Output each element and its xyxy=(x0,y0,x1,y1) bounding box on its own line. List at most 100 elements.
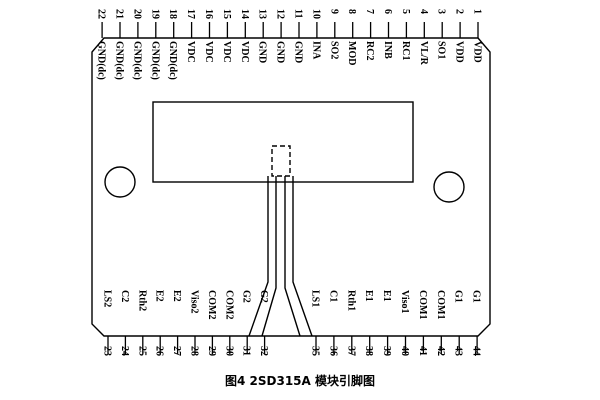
pin-42: COM1 42 xyxy=(435,290,446,356)
pin-label: LS1 xyxy=(310,290,321,307)
pin-number: 44 xyxy=(471,346,482,356)
pin-label: G1 xyxy=(453,290,464,303)
pin-number: 16 xyxy=(203,9,214,19)
mounting-hole-left xyxy=(104,166,136,198)
slot-left-line xyxy=(248,176,269,337)
pin-number: 11 xyxy=(293,9,304,18)
connector-dashed xyxy=(271,145,291,177)
pin-label: INB xyxy=(382,41,393,59)
pin-label: VDC xyxy=(203,41,214,63)
pin-number: 4 xyxy=(418,9,429,14)
pin-label: GND xyxy=(257,41,268,63)
pin-number: 1 xyxy=(472,9,483,14)
pin-number: 41 xyxy=(417,346,428,356)
pin-44: G1 44 xyxy=(471,290,482,356)
pin-label: COM2 xyxy=(223,290,234,319)
pin-number: 7 xyxy=(364,9,375,14)
pin-number: 37 xyxy=(345,346,356,356)
pin-number: 39 xyxy=(381,346,392,356)
pin-38: E1 38 xyxy=(363,290,374,356)
pin-label: GND(dc) xyxy=(131,41,142,80)
pin-number: 2 xyxy=(454,9,465,14)
pin-label: SO1 xyxy=(436,41,447,59)
slot-right-line xyxy=(292,176,313,337)
pin-32: G2 32 xyxy=(258,290,269,356)
pin-number: 35 xyxy=(310,346,321,356)
pin-label: Rth2 xyxy=(136,290,147,311)
pin-number: 24 xyxy=(119,346,130,356)
pin-number: 9 xyxy=(328,9,339,14)
pin-number: 3 xyxy=(436,9,447,14)
pin-label: COM2 xyxy=(206,290,217,319)
pin-number: 13 xyxy=(257,9,268,19)
pin-label: G1 xyxy=(471,290,482,303)
bottom-pins: LS223C224Rth225E226E227Viso228COM229COM2… xyxy=(102,290,482,356)
pin-number: 27 xyxy=(171,346,182,356)
slot-inner-left-line xyxy=(261,176,277,337)
pin-label: GND(dc) xyxy=(149,41,160,80)
pin-label: VDC xyxy=(185,41,196,63)
pin-number: 5 xyxy=(400,9,411,14)
pin-number: 25 xyxy=(136,346,147,356)
pin-number: 19 xyxy=(149,9,160,19)
pin-label: RC2 xyxy=(364,41,375,60)
pin-number: 15 xyxy=(221,9,232,19)
pin-label: E2 xyxy=(154,290,165,302)
center-window xyxy=(152,101,414,183)
pin-label: E2 xyxy=(171,290,182,302)
pin-label: G2 xyxy=(258,290,269,303)
pin-35: LS1 35 xyxy=(310,290,321,356)
pin-number: 31 xyxy=(241,346,252,356)
pin-number: 8 xyxy=(346,9,357,14)
pin-label: LS2 xyxy=(102,290,113,307)
pin-label: VDD xyxy=(472,41,483,63)
pin-25: Rth2 25 xyxy=(136,290,147,356)
pin-number: 32 xyxy=(258,346,269,356)
pin-label: Rth1 xyxy=(345,290,356,311)
pin-number: 20 xyxy=(131,9,142,19)
top-pins: 1VDD2VDD3SO14VL/R5RC16INB7RC28MOD9SO210I… xyxy=(96,9,483,80)
pin-number: 10 xyxy=(310,9,321,19)
pin-number: 6 xyxy=(382,9,393,14)
pin-label: GND xyxy=(293,41,304,63)
pin-label: VL/R xyxy=(418,41,429,66)
pin-label: SO2 xyxy=(328,41,339,59)
pin-27: E2 27 xyxy=(171,290,182,356)
pin-label: COM1 xyxy=(435,290,446,319)
pin-number: 38 xyxy=(363,346,374,356)
pin-37: Rth1 37 xyxy=(345,290,356,356)
pin-label: E1 xyxy=(363,290,374,302)
slot-inner-right-line xyxy=(284,176,301,337)
pin-label: Viso2 xyxy=(189,290,200,314)
caption: 图4 2SD315A 模块引脚图 xyxy=(225,374,375,388)
pin-number: 36 xyxy=(327,346,338,356)
pin-label: GND(dc) xyxy=(167,41,178,80)
module-body xyxy=(91,37,491,337)
pin-number: 42 xyxy=(435,346,446,356)
pin-label: RC1 xyxy=(400,41,411,60)
pin-number: 21 xyxy=(114,9,125,19)
pin-label: INA xyxy=(310,41,321,60)
